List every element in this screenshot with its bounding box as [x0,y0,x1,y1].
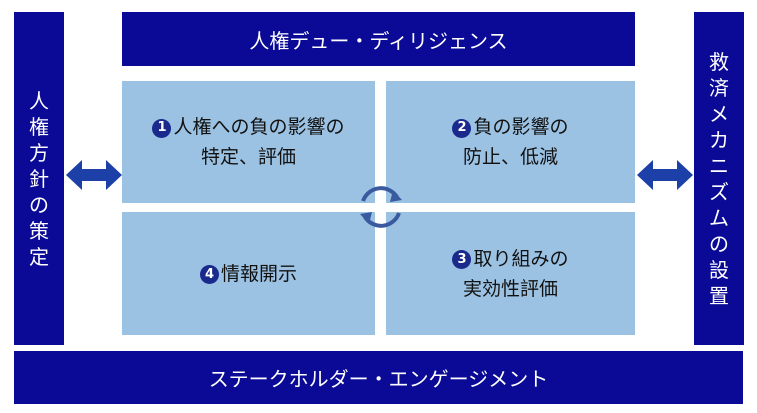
left-column-policy-formulation: 人 権 方 針 の 策 定 [14,12,64,345]
right-column-char: 設 [709,257,729,282]
step-1-line-1: 人権への負の影響の [173,116,345,138]
right-column-char: 置 [709,283,729,308]
step-4-line-1: 情報開示 [220,262,297,285]
step-2-line-1: 負の影響の [473,116,569,138]
left-column-char: 針 [29,166,49,191]
right-column-char: ム [709,205,729,230]
top-bar-human-rights-due-diligence: 人権デュー・ディリジェンス [122,12,635,66]
left-column-char: 人 [29,88,49,113]
step-3-line-2: 実効性評価 [462,277,558,300]
right-column-remedy-mechanism: 救 済 メ カ ニ ズ ム の 設 置 [694,12,744,345]
step-2-line-2: 防止、低減 [462,146,558,168]
right-column-char: ズ [709,179,729,204]
double-headed-arrow-icon [637,160,693,190]
step-number-badge: 4 [199,265,219,284]
step-1-line-2: 特定、評価 [200,146,296,168]
bottom-bar-label: ステークホルダー・エンゲージメント [208,367,549,391]
bottom-bar-stakeholder-engagement: ステークホルダー・エンゲージメント [14,351,743,404]
right-column-char: メ [709,101,729,126]
right-column-char: の [709,231,729,256]
cycle-arrows-icon [360,186,402,228]
right-column-char: カ [709,127,729,152]
left-column-char: 権 [29,114,49,139]
right-column-char: ニ [709,153,729,178]
step-number-badge: 1 [152,118,172,138]
step-3-line-1: 取り組みの [473,247,569,270]
double-headed-arrow-icon [66,160,122,190]
left-column-char: 方 [29,140,49,165]
left-column-char: 定 [29,244,49,269]
step-number-badge: 3 [452,250,472,269]
left-column-char: 策 [29,218,49,243]
top-bar-label: 人権デュー・ディリジェンス [249,28,508,53]
right-column-char: 済 [709,75,729,100]
right-column-char: 救 [709,49,729,74]
left-column-char: の [29,192,49,217]
step-number-badge: 2 [452,118,472,138]
